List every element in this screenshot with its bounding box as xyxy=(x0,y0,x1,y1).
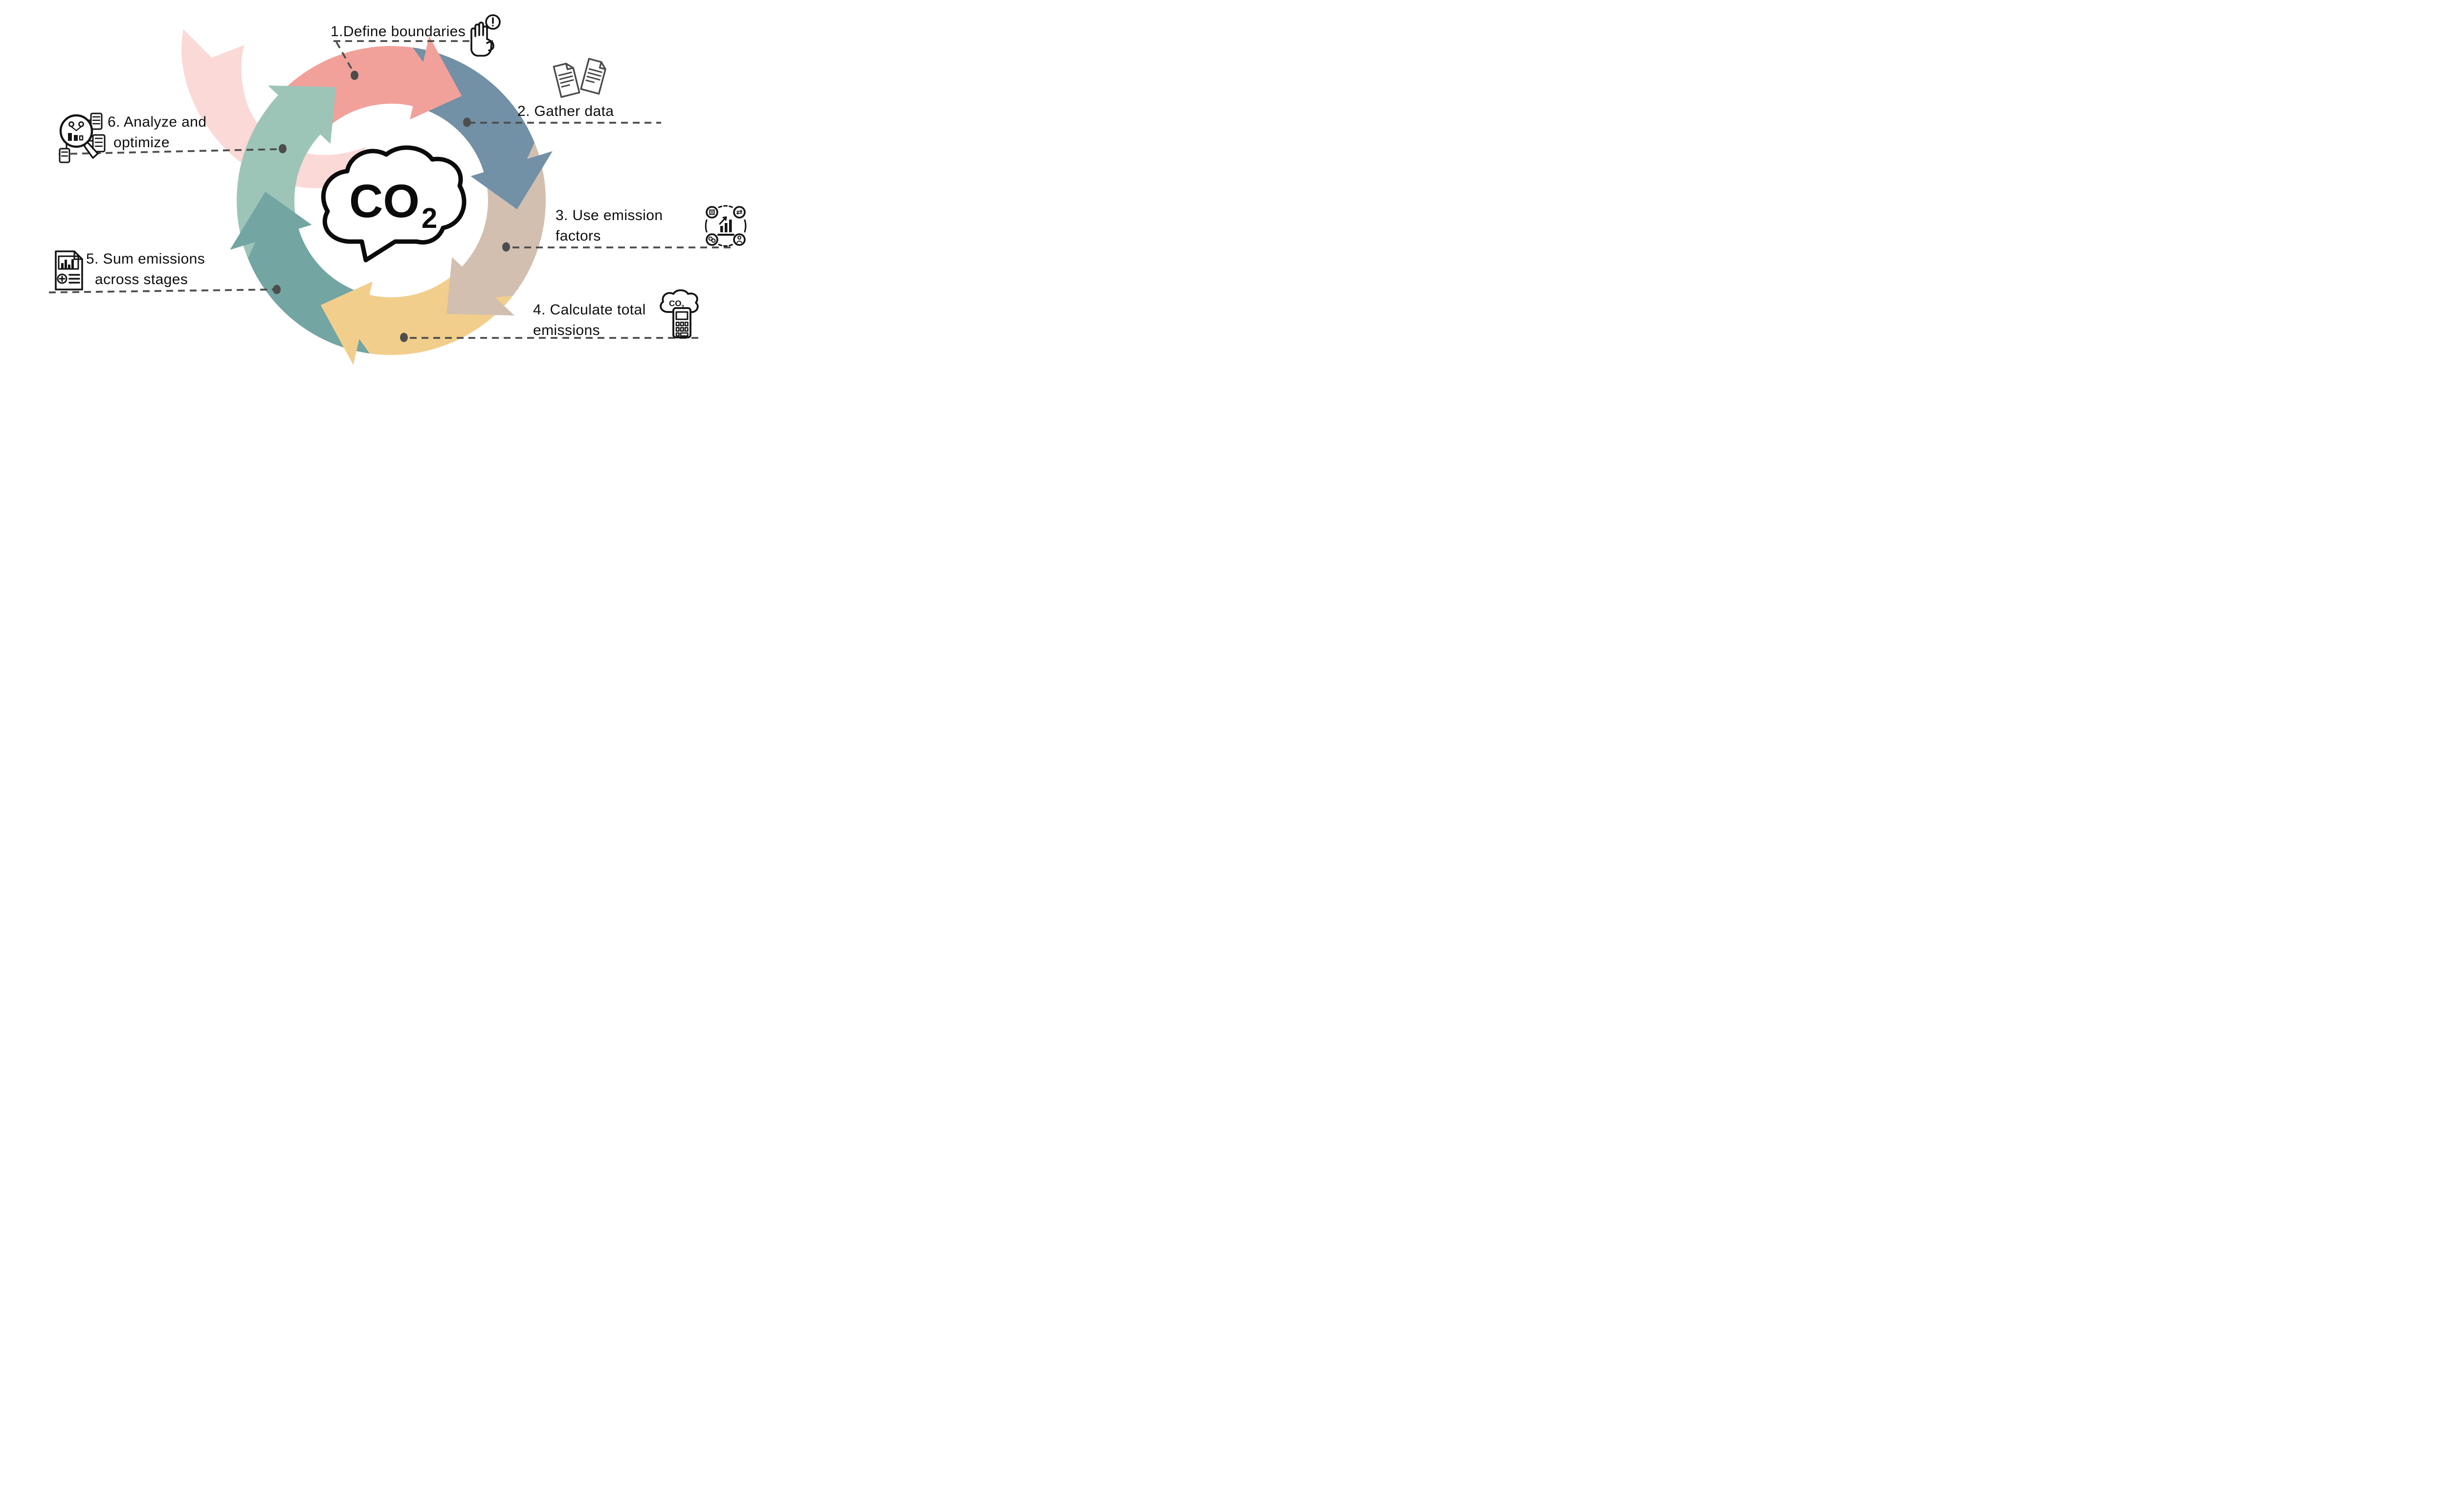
step-4-label: 4. Calculate total emissions xyxy=(533,300,646,341)
cycle-arrow-head-step-6 xyxy=(267,85,336,144)
step-3-label: 3. Use emission factors xyxy=(556,205,663,246)
step-5-line2: across stages xyxy=(95,271,188,288)
cycle-arrow-head-step-3 xyxy=(446,257,515,316)
faded-arrow-decoration xyxy=(181,29,366,188)
carbon-cycle-infographic: CO 2 ! xyxy=(0,0,755,378)
step-1-label: 1.Define boundaries xyxy=(331,22,466,42)
cycle-arrow-head-step-1 xyxy=(410,36,462,120)
co2-mini-subscript: 2 xyxy=(681,304,684,310)
step-5-label: 5. Sum emissions across stages xyxy=(86,249,205,290)
connector-step-5 xyxy=(48,289,274,293)
cycle-arrow-head-step-5 xyxy=(230,192,312,250)
co2-subscript: 2 xyxy=(422,202,437,234)
step-5-dot xyxy=(273,285,281,294)
magnifier-analysis-icon xyxy=(59,112,106,163)
sum-report-icon xyxy=(55,250,83,290)
emission-factors-icon xyxy=(705,205,747,247)
cycle-arrow-band-step-4 xyxy=(343,269,513,355)
step-1-line1: 1.Define boundaries xyxy=(331,23,466,40)
cycle-arrow-heads xyxy=(230,36,553,365)
co2-mini-label: CO xyxy=(669,299,682,308)
step-4-dot xyxy=(400,333,408,342)
step-6-dot xyxy=(279,144,287,154)
co2-cloud-icon: CO 2 xyxy=(321,145,467,263)
connector-step-1-drop xyxy=(335,42,355,73)
step-6-line1: 6. Analyze and xyxy=(108,114,207,130)
step-5-line1: 5. Sum emissions xyxy=(86,251,205,267)
documents-icon xyxy=(553,58,606,98)
step-3-dot xyxy=(502,242,510,252)
step-1-dot xyxy=(351,70,358,80)
step-4-line1: 4. Calculate total xyxy=(533,302,646,318)
step-6-line2: optimize xyxy=(113,134,170,151)
step-2-label: 2. Gather data xyxy=(517,101,614,122)
attention-hand-icon: ! xyxy=(470,14,501,57)
step-6-label: 6. Analyze and optimize xyxy=(108,112,206,153)
step-3-line1: 3. Use emission xyxy=(556,207,663,223)
cycle-arrow-head-step-4 xyxy=(320,281,373,365)
step-2-line1: 2. Gather data xyxy=(517,103,614,119)
co2-calculator-icon: CO 2 xyxy=(660,289,699,338)
cycle-arrow-band-step-1 xyxy=(269,46,439,132)
step-3-line2: factors xyxy=(556,228,601,244)
step-2-dot xyxy=(463,117,471,127)
cycle-arrow-head-step-2 xyxy=(470,151,553,209)
cycle-diagram: CO 2 ! xyxy=(48,14,747,365)
step-4-line2: emissions xyxy=(533,322,600,338)
co2-label: CO xyxy=(349,175,420,227)
